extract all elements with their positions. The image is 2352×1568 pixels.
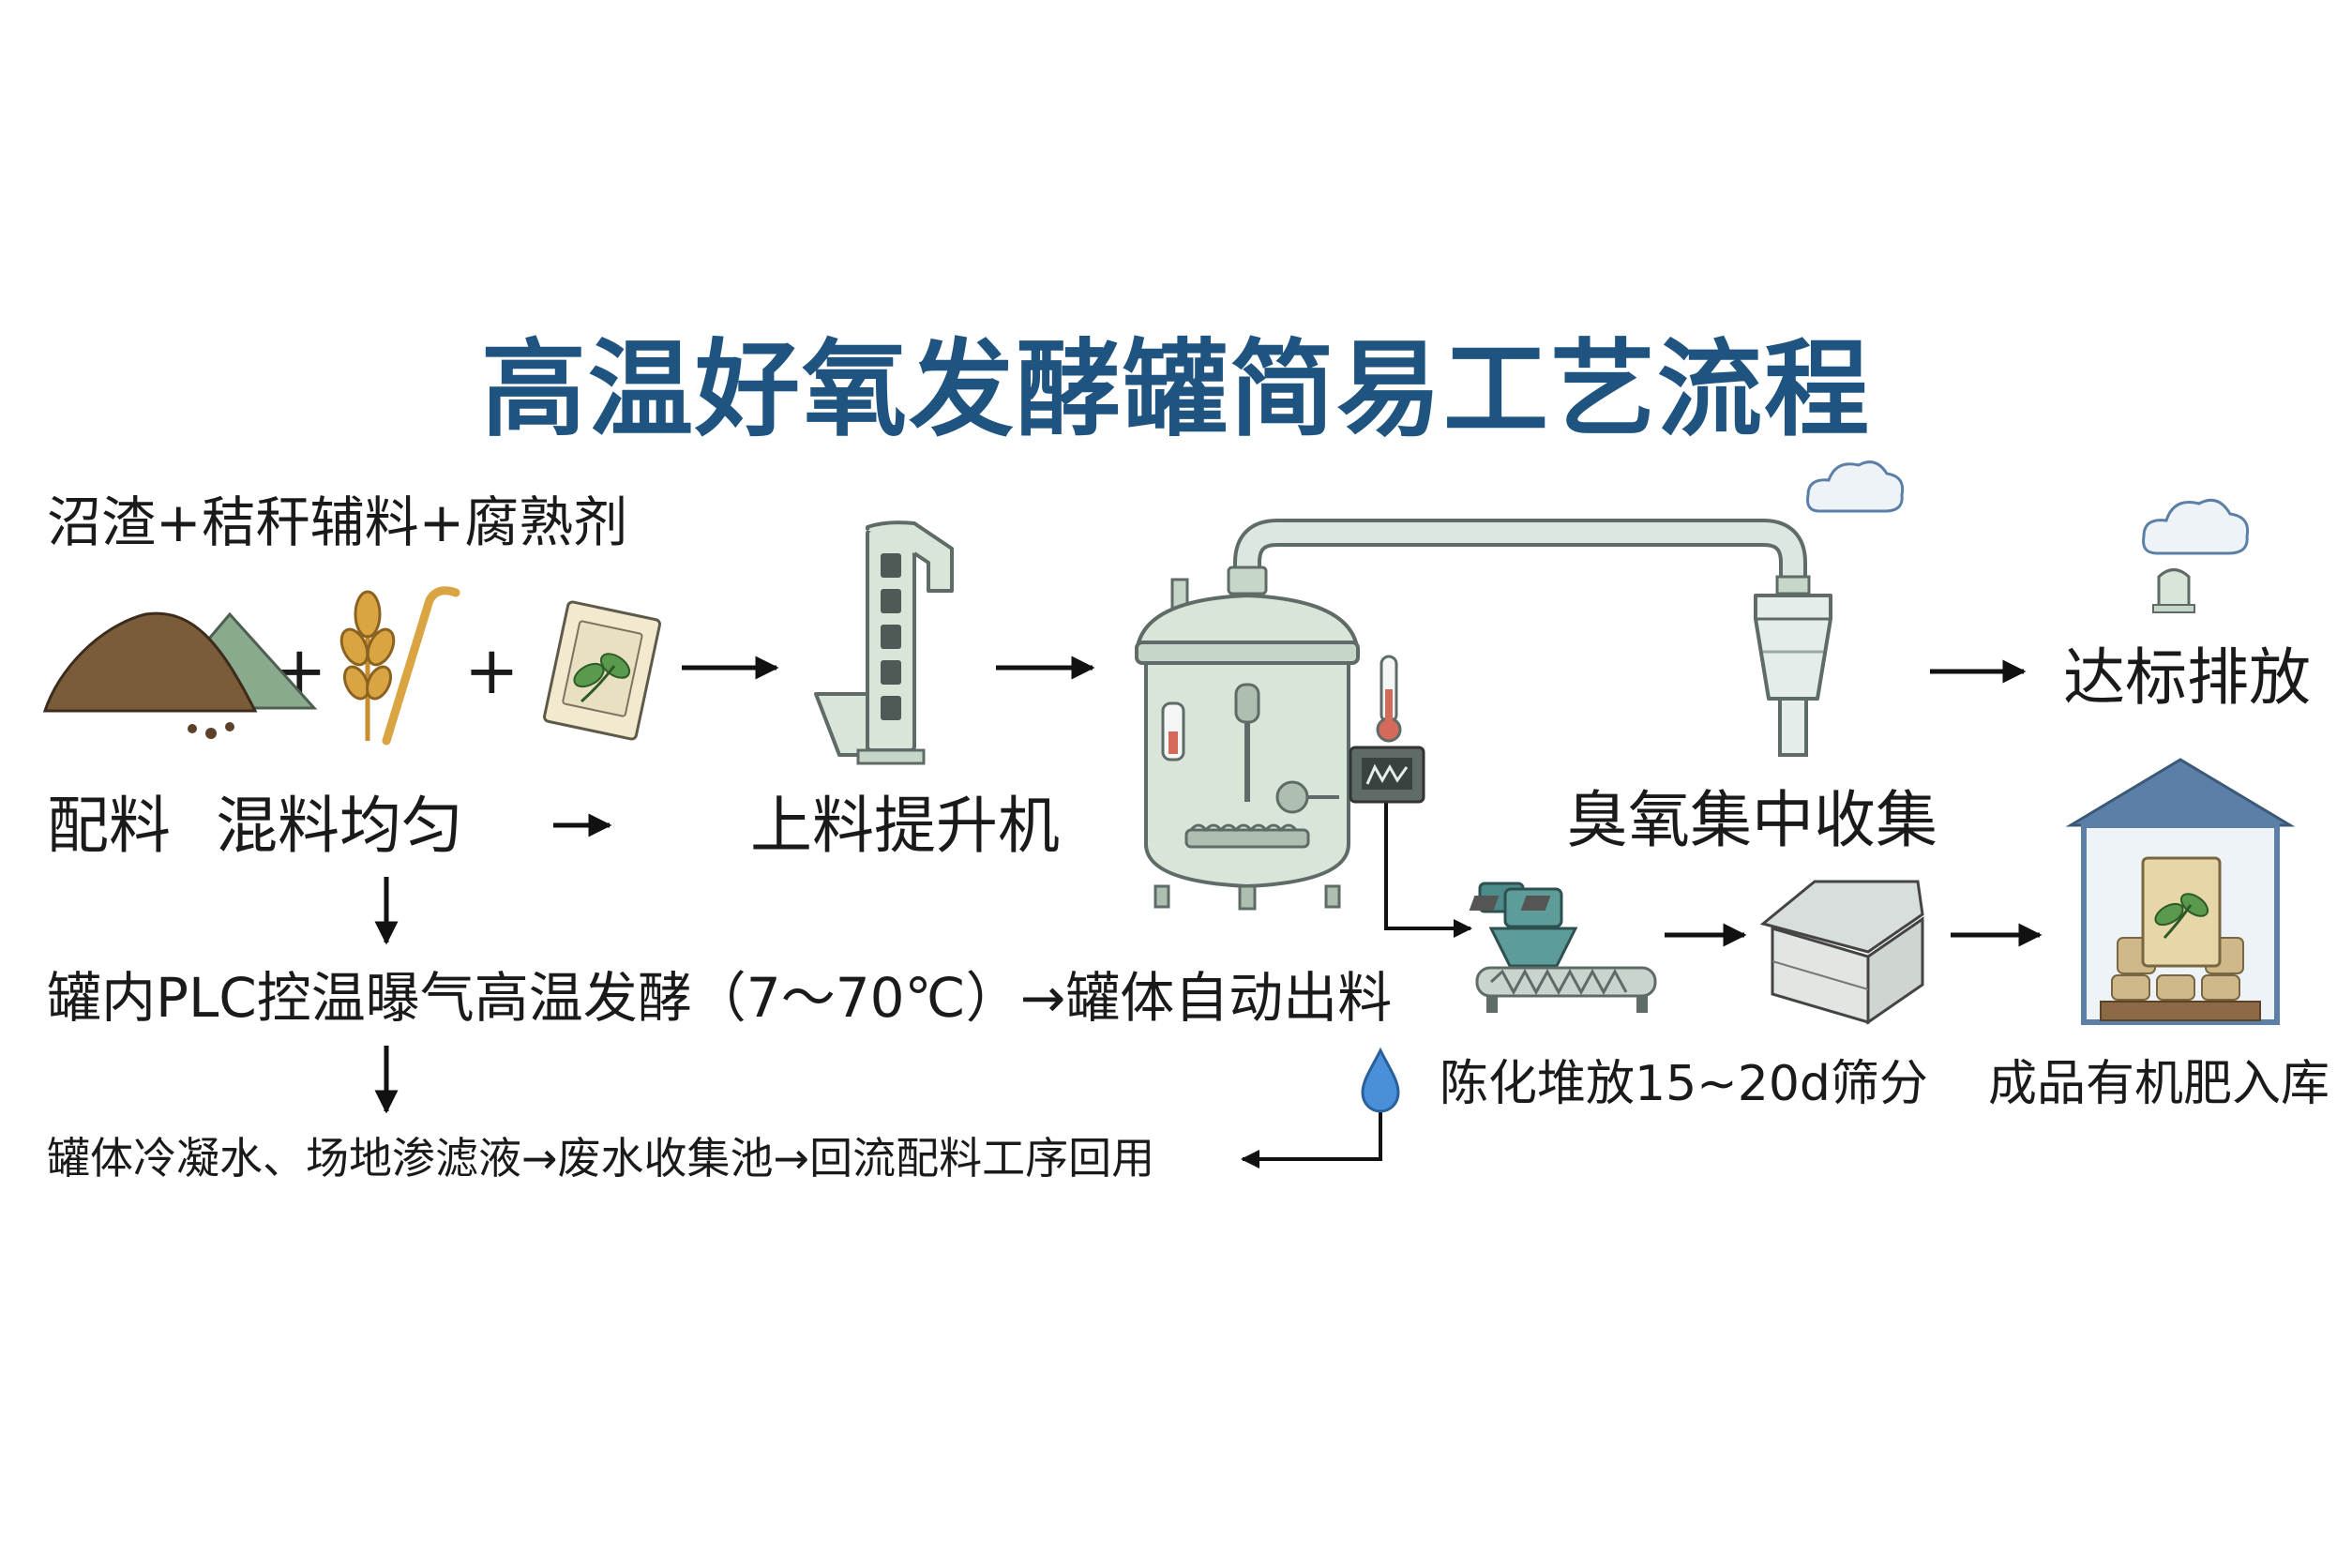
cloud-icon — [1806, 460, 1905, 513]
label-elevator: 上料提升机 — [750, 790, 1060, 862]
inoculant-bag-icon — [543, 600, 661, 741]
soil-pile-icon — [42, 611, 318, 739]
screw-conveyor-icon — [1475, 882, 1657, 1013]
label-storage: 成品有机肥入库 — [1988, 1056, 2330, 1112]
water-drop-icon — [1361, 1047, 1400, 1113]
outlet-line — [1384, 802, 1472, 938]
label-aging-screening: 陈化堆放15~20d筛分 — [1440, 1056, 1928, 1112]
cloud-icon — [2142, 498, 2250, 555]
label-discharge: 达标排放 — [2063, 641, 2311, 714]
thermometer-icon — [1376, 655, 1402, 743]
sieve-machine-icon — [1469, 880, 1924, 1025]
cyclone-filter-icon — [1754, 575, 1832, 757]
chimney-icon — [2152, 568, 2195, 613]
bucket-elevator-icon — [814, 520, 954, 765]
diagram-title: 高温好氧发酵罐简易工艺流程 — [481, 329, 1871, 451]
plc-control-icon — [1349, 746, 1425, 804]
warehouse-icon — [2065, 758, 2296, 1025]
straw-icon — [339, 586, 460, 746]
plus-sign: + — [464, 632, 520, 709]
label-batching: 配料 — [47, 790, 171, 862]
pipe-icon — [1233, 519, 1807, 586]
label-ozone-collection: 臭氧集中收集 — [1566, 784, 1937, 856]
fermentation-tank-icon — [1134, 565, 1361, 911]
wastewater-return-arrow — [1241, 1107, 1382, 1168]
label-mixing: 混料均匀 — [216, 790, 463, 862]
label-wastewater-recycle: 罐体冷凝水、场地渗滤液→废水收集池→回流配料工序回用 — [47, 1133, 1155, 1184]
materials-label: 沼渣+秸秆辅料+腐熟剂 — [47, 490, 628, 554]
label-fermentation: 罐内PLC控温曝气高温发酵（7～70℃）→罐体自动出料 — [47, 966, 1393, 1030]
